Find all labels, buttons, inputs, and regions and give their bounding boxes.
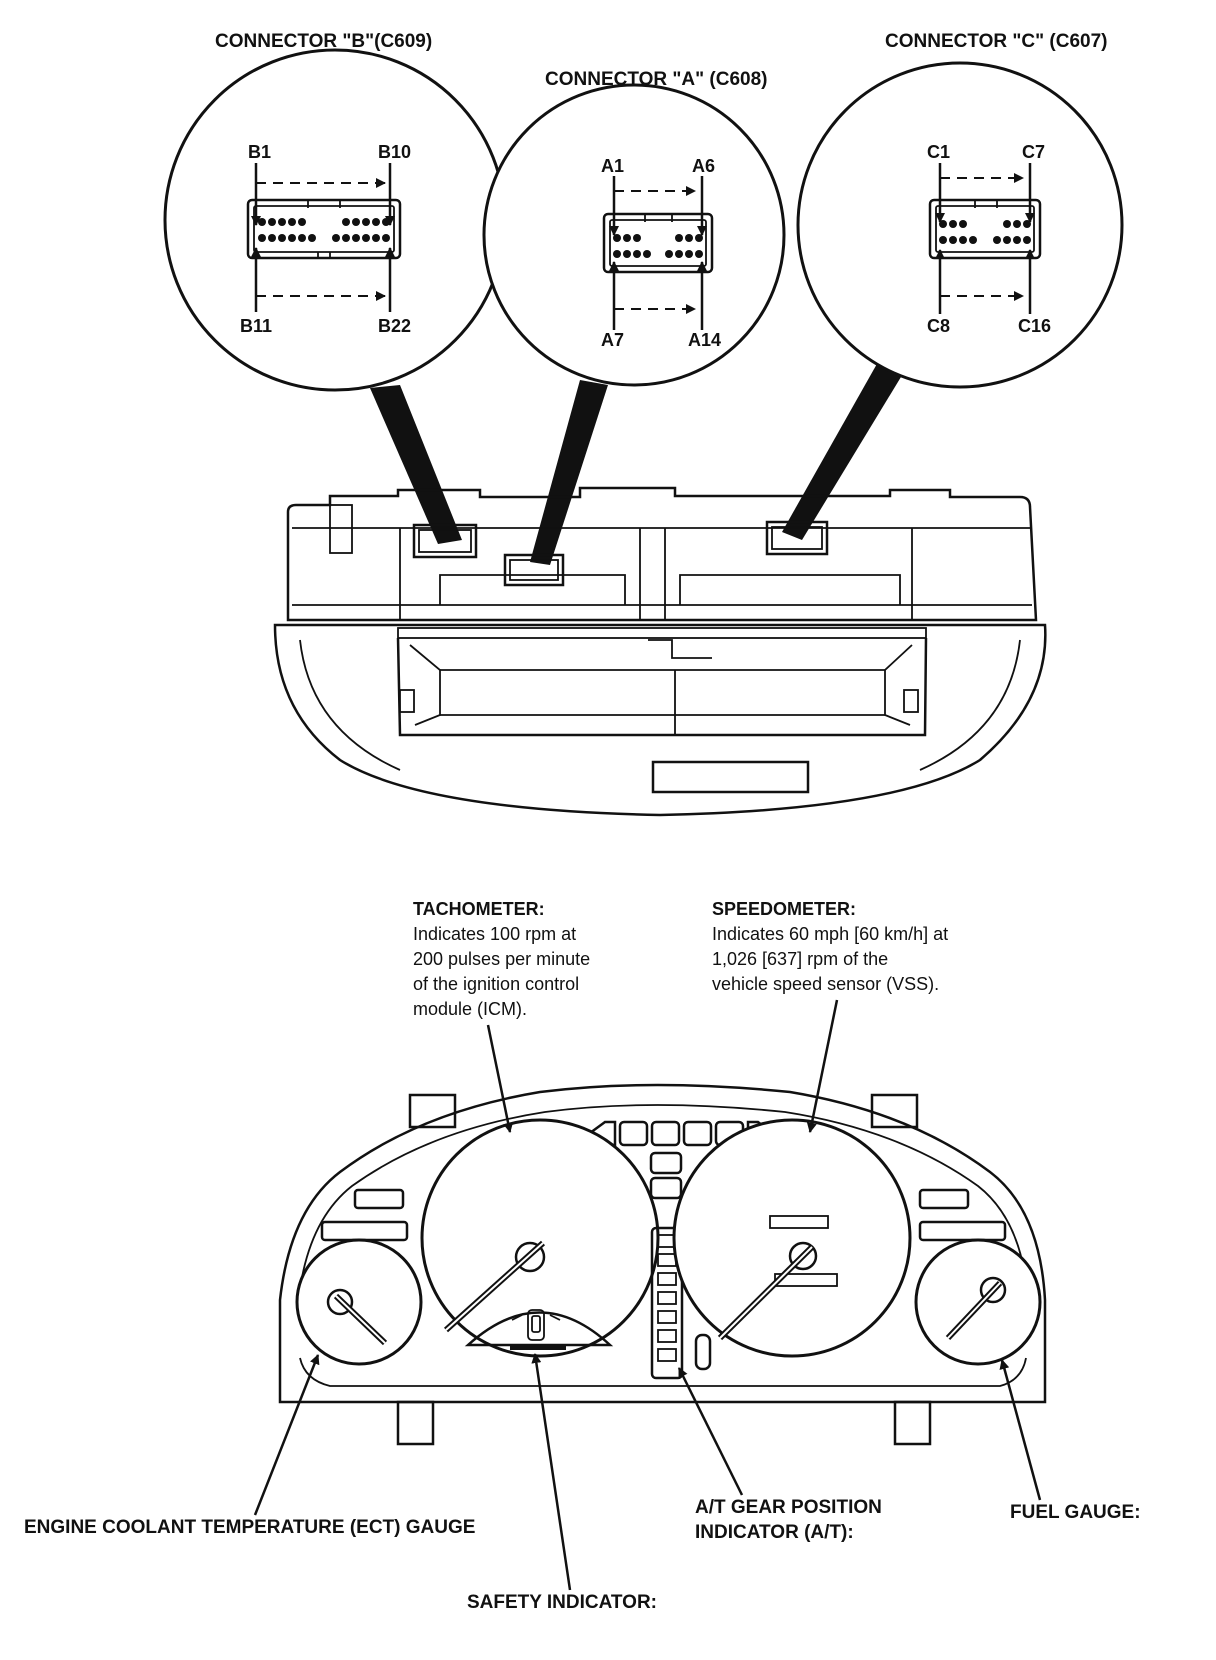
tachometer-line-4: module (ICM). — [413, 999, 527, 1019]
speedometer-callout: SPEEDOMETER: Indicates 60 mph [60 km/h] … — [712, 899, 948, 994]
connector-c-housing-socket — [765, 520, 829, 556]
at-gear-label-line-2: INDICATOR (A/T): — [695, 1522, 854, 1543]
connector-b-title: CONNECTOR "B"(C609) — [215, 31, 432, 52]
tachometer-dial — [420, 1118, 660, 1358]
fuel-gauge-label: FUEL GAUGE: — [1010, 1502, 1141, 1523]
fuel-gauge-dial — [914, 1238, 1042, 1366]
pin-label-a6: A6 — [692, 156, 715, 176]
connector-b-pins — [258, 218, 390, 242]
gauge-assembly-rear-view — [273, 486, 1047, 817]
connector-a-pins — [613, 234, 703, 258]
pin-label-c16: C16 — [1018, 316, 1051, 336]
safety-indicator-label: SAFETY INDICATOR: — [467, 1592, 657, 1613]
connector-c-pins — [939, 220, 1031, 244]
speedometer-title: SPEEDOMETER: — [712, 899, 856, 919]
connector-b-housing-socket — [412, 523, 478, 559]
ect-gauge-dial — [295, 1238, 423, 1366]
speedometer-dial — [672, 1118, 912, 1358]
pin-label-b10: B10 — [378, 142, 411, 162]
speedometer-line-1: Indicates 60 mph [60 km/h] at — [712, 924, 948, 944]
connector-c-title: CONNECTOR "C" (C607) — [885, 31, 1107, 52]
tachometer-line-3: of the ignition control — [413, 974, 579, 994]
tachometer-callout: TACHOMETER: Indicates 100 rpm at 200 pul… — [413, 899, 590, 1019]
pin-label-c1: C1 — [927, 142, 950, 162]
connector-b-callout-wedge — [370, 385, 462, 544]
pin-label-a14: A14 — [688, 330, 721, 350]
connector-a-title: CONNECTOR "A" (C608) — [545, 69, 767, 90]
ect-gauge-leader — [253, 1354, 320, 1516]
connector-a-housing-socket — [503, 553, 565, 587]
speedometer-leader — [806, 999, 839, 1133]
at-gear-position-indicator — [650, 1226, 712, 1380]
speedometer-line-2: 1,026 [637] rpm of the — [712, 949, 888, 969]
connector-a-callout-wedge — [530, 380, 608, 565]
pin-label-a1: A1 — [601, 156, 624, 176]
connector-b-detail: B1 B10 B11 B22 — [163, 48, 507, 392]
connector-a-detail: A1 A6 A7 A14 — [482, 83, 786, 387]
pin-label-b11: B11 — [240, 316, 272, 336]
gauge-assembly-front-view — [278, 1083, 1047, 1446]
rear-label-plate — [651, 760, 810, 794]
pin-label-b22: B22 — [378, 316, 411, 336]
pin-label-b1: B1 — [248, 142, 271, 162]
ect-gauge-label: ENGINE COOLANT TEMPERATURE (ECT) GAUGE — [24, 1517, 475, 1538]
tachometer-title: TACHOMETER: — [413, 899, 545, 919]
pin-label-c7: C7 — [1022, 142, 1045, 162]
connector-c-callout-wedge — [782, 362, 904, 540]
fuel-gauge-leader — [999, 1359, 1042, 1501]
speedometer-line-3: vehicle speed sensor (VSS). — [712, 974, 939, 994]
pin-label-c8: C8 — [927, 316, 950, 336]
pin-label-a7: A7 — [601, 330, 624, 350]
tachometer-leader — [486, 1024, 514, 1133]
at-gear-leader — [677, 1367, 744, 1496]
tachometer-line-2: 200 pulses per minute — [413, 949, 590, 969]
at-gear-label-line-1: A/T GEAR POSITION — [695, 1497, 882, 1518]
safety-indicator-leader — [531, 1353, 572, 1591]
connector-c-detail: C1 C7 C8 C16 — [796, 61, 1124, 389]
tachometer-line-1: Indicates 100 rpm at — [413, 924, 576, 944]
